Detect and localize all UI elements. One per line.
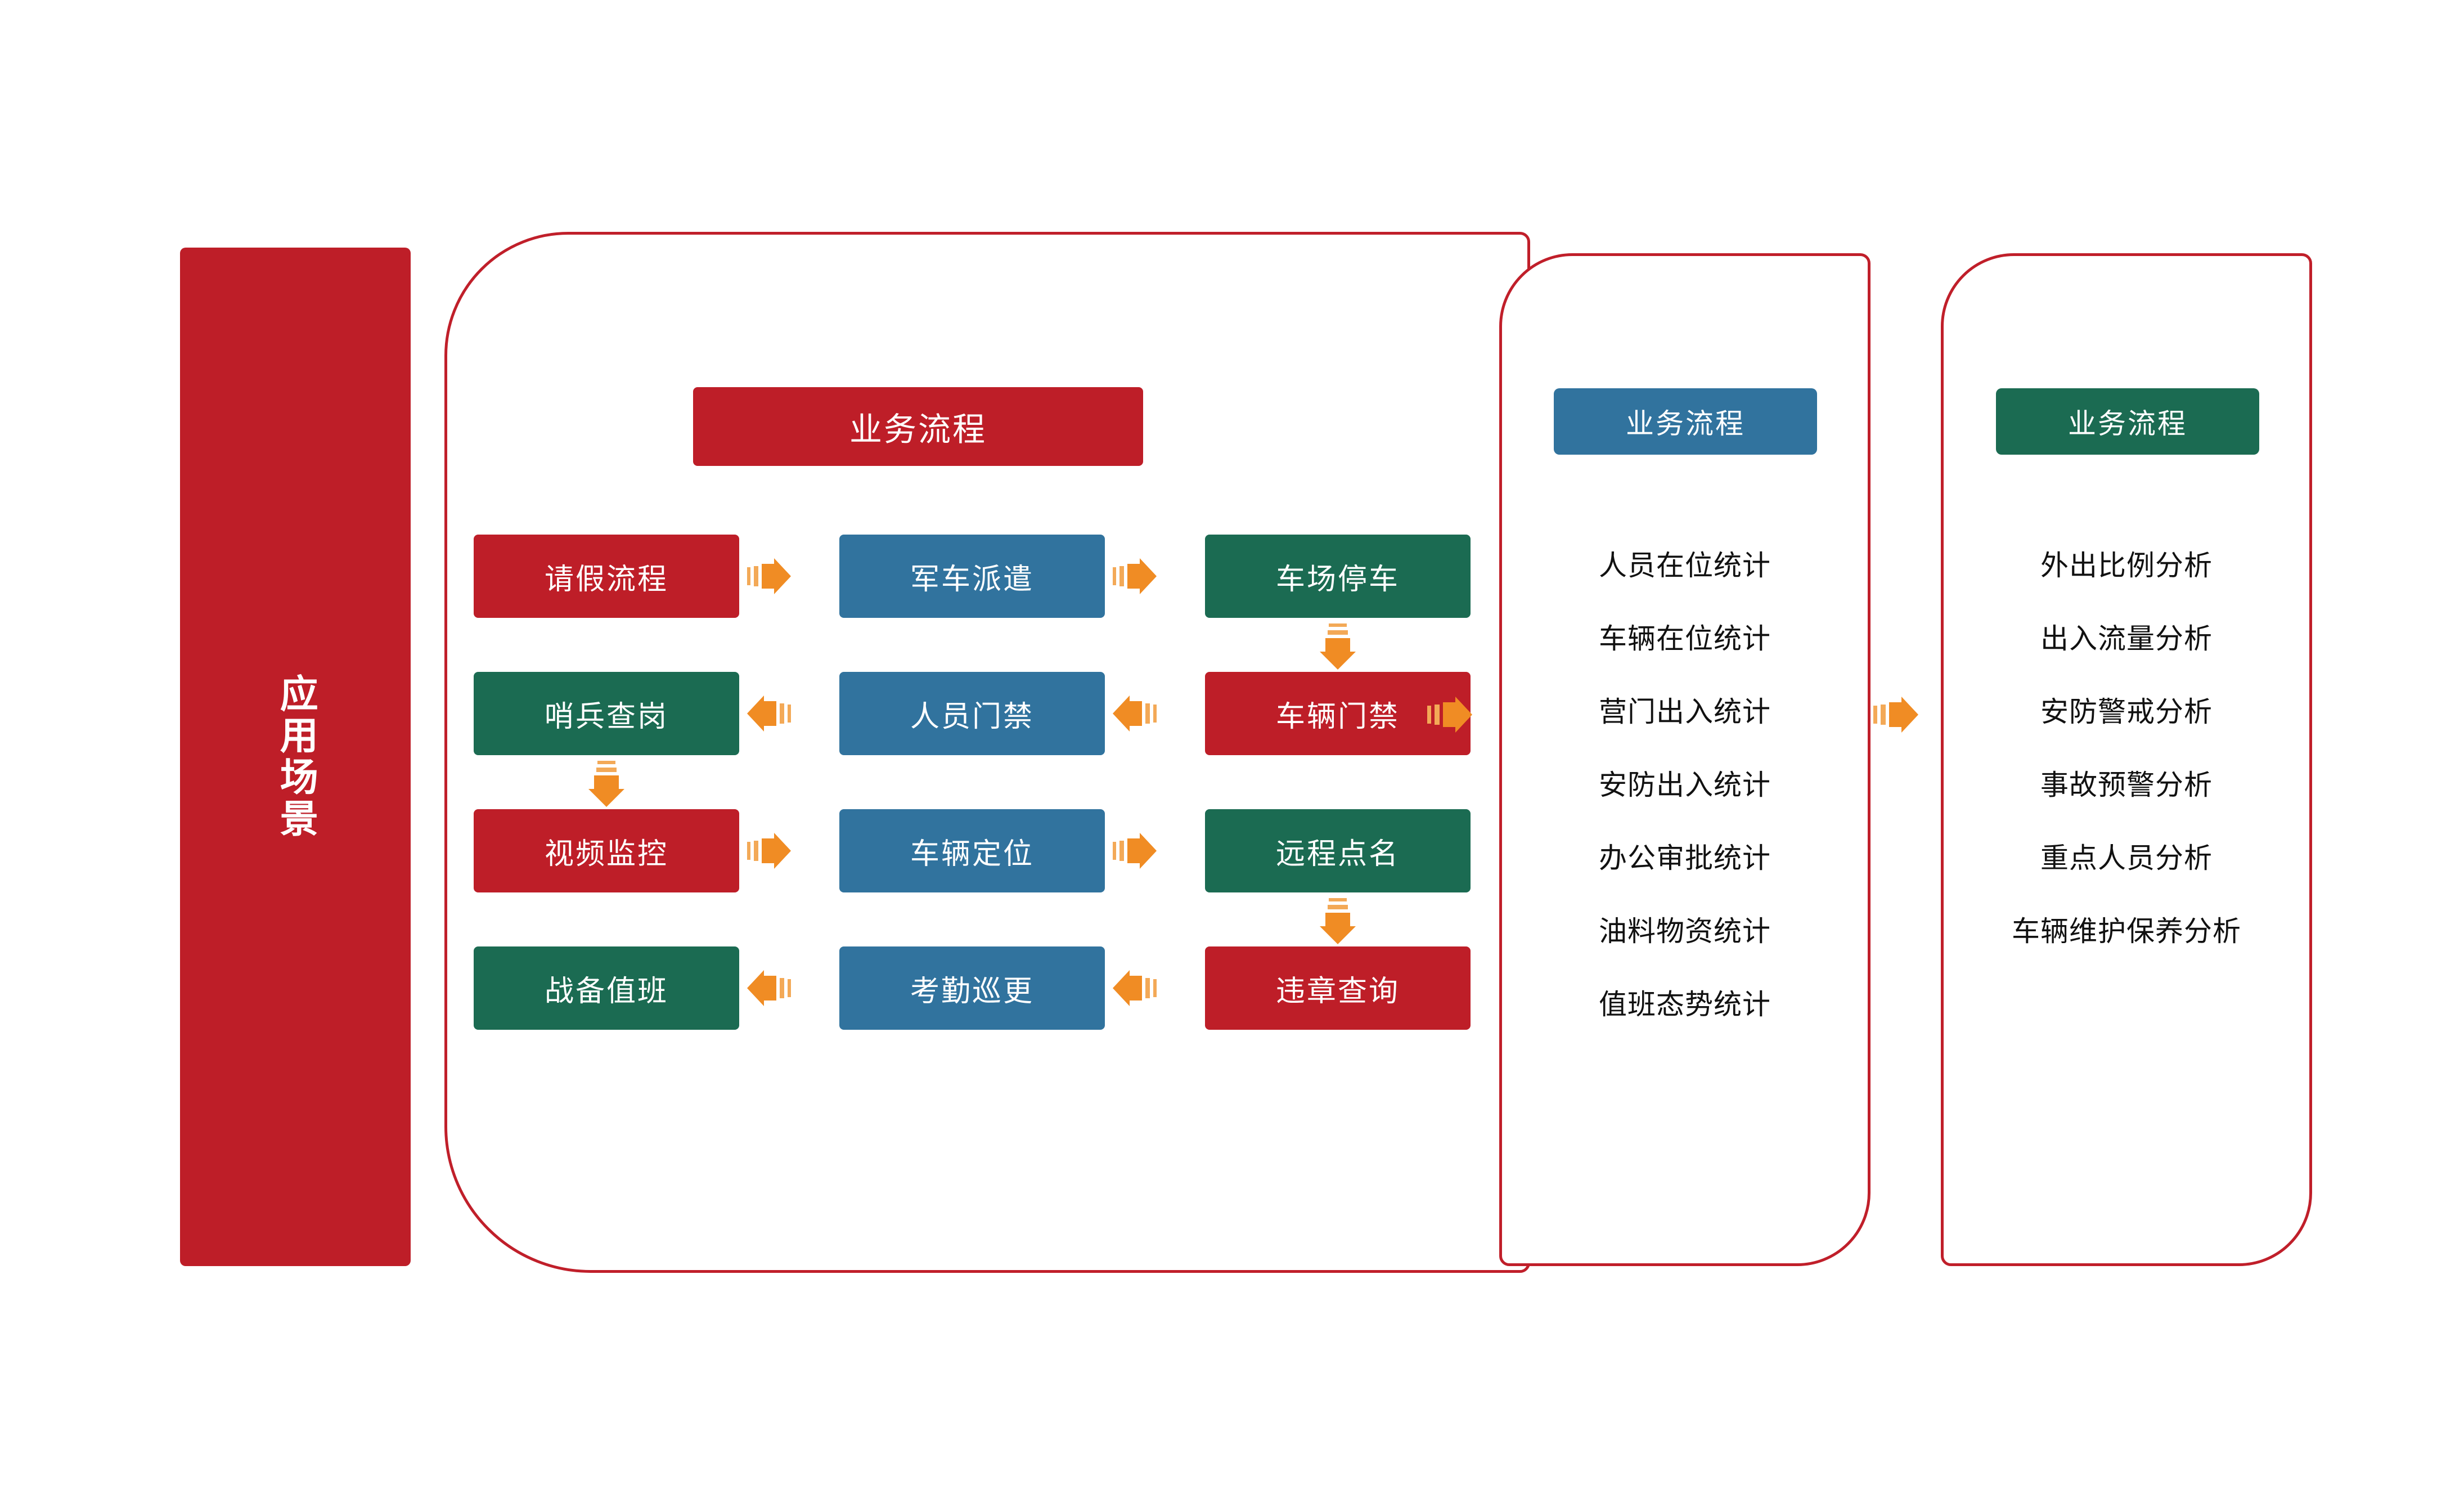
arrow-down-icon xyxy=(1320,623,1356,670)
main-panel-title-chip: 业务流程 xyxy=(693,387,1143,466)
arrow-right-icon xyxy=(747,558,791,594)
flow-node[interactable]: 违章查询 xyxy=(1205,946,1471,1030)
flow-node[interactable]: 车辆门禁 xyxy=(1205,672,1471,755)
analysis-item-list: 外出比例分析 出入流量分析 安防警戒分析 事故预警分析 重点人员分析 车辆维护保… xyxy=(1941,529,2312,968)
stats-item-list: 人员在位统计 车辆在位统计 营门出入统计 安防出入统计 办公审批统计 油料物资统… xyxy=(1499,529,1871,1041)
list-item[interactable]: 事故预警分析 xyxy=(2040,769,2213,801)
flow-node[interactable]: 远程点名 xyxy=(1205,809,1471,892)
list-item[interactable]: 车辆在位统计 xyxy=(1599,623,1771,654)
arrow-right-icon xyxy=(1113,558,1157,594)
scenario-banner: 应用场景 xyxy=(180,248,411,1266)
arrow-left-icon xyxy=(747,970,791,1006)
list-item[interactable]: 人员在位统计 xyxy=(1599,550,1771,581)
list-item[interactable]: 办公审批统计 xyxy=(1599,842,1771,874)
flow-node[interactable]: 哨兵查岗 xyxy=(474,672,739,755)
list-item[interactable]: 外出比例分析 xyxy=(2040,550,2213,581)
arrow-left-icon xyxy=(1113,970,1157,1006)
flow-node[interactable]: 考勤巡更 xyxy=(839,946,1105,1030)
arrow-left-icon xyxy=(747,696,791,732)
flow-node[interactable]: 军车派遣 xyxy=(839,535,1105,618)
flow-node[interactable]: 车场停车 xyxy=(1205,535,1471,618)
flow-node[interactable]: 视频监控 xyxy=(474,809,739,892)
arrow-down-icon xyxy=(588,761,624,807)
list-item[interactable]: 出入流量分析 xyxy=(2040,623,2213,654)
flow-node[interactable]: 人员门禁 xyxy=(839,672,1105,755)
flow-node[interactable]: 请假流程 xyxy=(474,535,739,618)
list-item[interactable]: 值班态势统计 xyxy=(1599,989,1771,1020)
scenario-banner-label: 应用场景 xyxy=(274,674,317,840)
list-item[interactable]: 油料物资统计 xyxy=(1599,916,1771,947)
list-item[interactable]: 营门出入统计 xyxy=(1599,696,1771,728)
analysis-panel-header-label: 业务流程 xyxy=(2068,408,2187,439)
flow-node[interactable]: 车辆定位 xyxy=(839,809,1105,892)
list-item[interactable]: 安防警戒分析 xyxy=(2040,696,2213,728)
main-panel-title: 业务流程 xyxy=(849,411,987,448)
stats-panel-header: 业务流程 xyxy=(1554,388,1817,455)
list-item[interactable]: 安防出入统计 xyxy=(1599,769,1771,801)
list-item[interactable]: 车辆维护保养分析 xyxy=(2012,916,2241,947)
arrow-down-icon xyxy=(1320,898,1356,944)
analysis-panel-header: 业务流程 xyxy=(1996,388,2259,455)
arrow-right-icon xyxy=(747,833,791,869)
list-item[interactable]: 重点人员分析 xyxy=(2040,842,2213,874)
arrow-right-icon xyxy=(1113,833,1157,869)
connector-arrow-stats-to-analysis xyxy=(1873,697,1918,733)
flow-node[interactable]: 战备值班 xyxy=(474,946,739,1030)
flow-node-grid: 请假流程 军车派遣 车场停车 哨兵查岗 xyxy=(474,535,1471,1030)
connector-arrow-main-to-stats xyxy=(1427,697,1472,733)
stats-panel-header-label: 业务流程 xyxy=(1626,408,1745,439)
arrow-left-icon xyxy=(1113,696,1157,732)
